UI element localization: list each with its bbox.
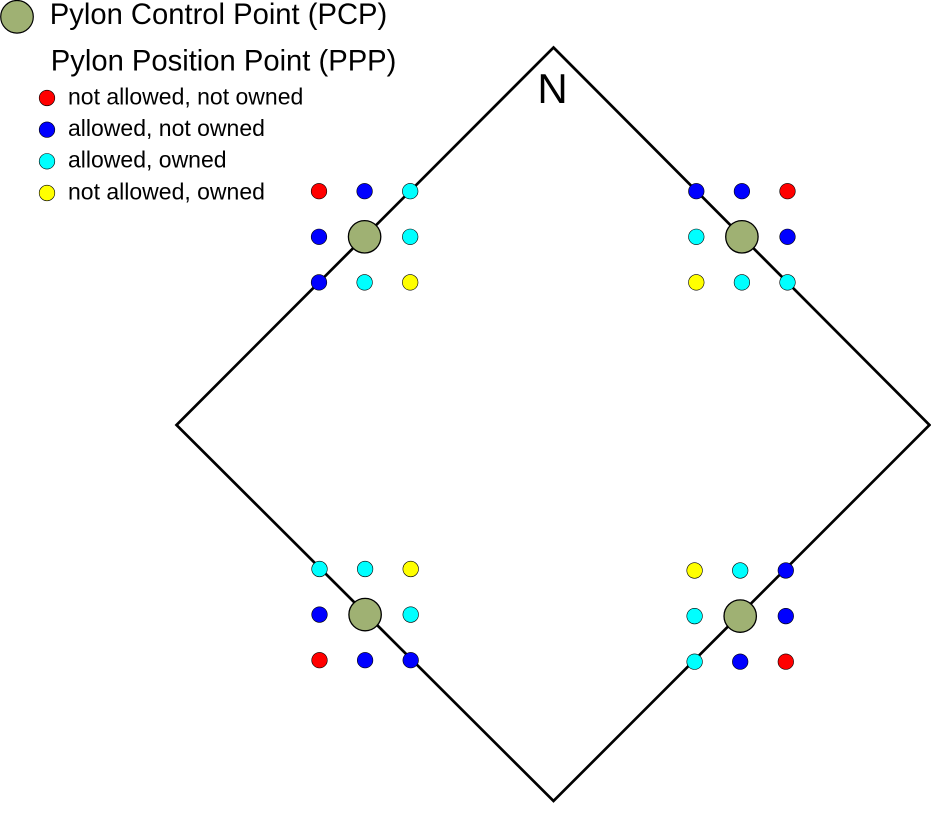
svg-text:not allowed, owned: not allowed, owned — [68, 178, 265, 204]
svg-text:allowed, owned: allowed, owned — [68, 147, 227, 173]
svg-text:not allowed, not owned: not allowed, not owned — [68, 83, 303, 109]
svg-text:Pylon Control Point (PCP): Pylon Control Point (PCP) — [50, 0, 387, 31]
svg-text:Pylon Position Point (PPP): Pylon Position Point (PPP) — [51, 46, 397, 78]
svg-text:allowed, not owned: allowed, not owned — [68, 115, 265, 141]
svg-text:N: N — [537, 65, 567, 112]
